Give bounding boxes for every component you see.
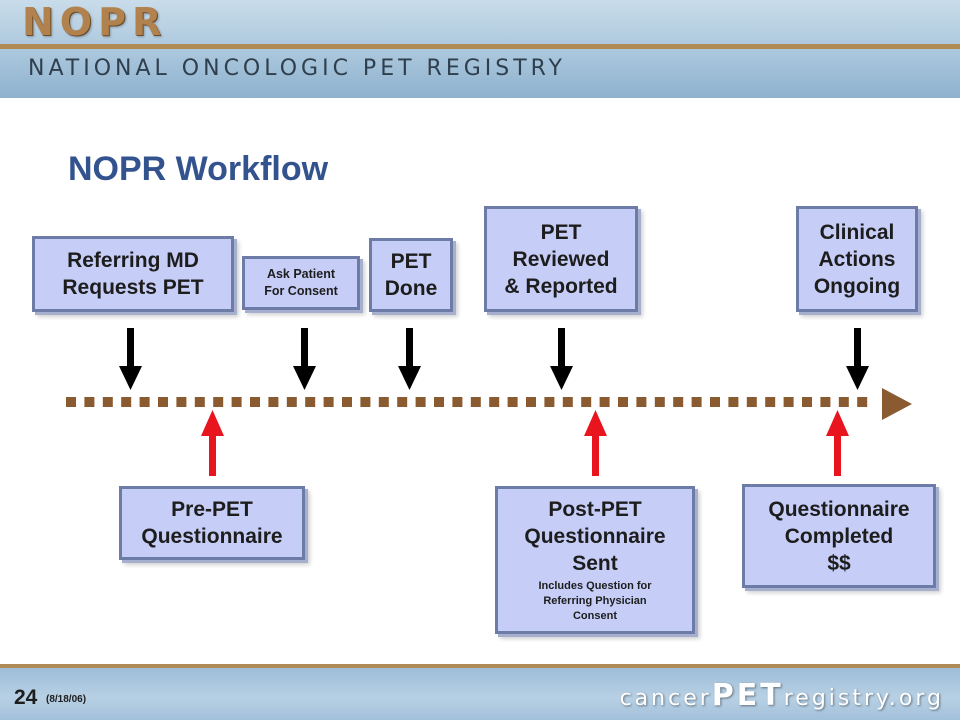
timeline-dot: [268, 397, 279, 407]
timeline-dot: [194, 397, 205, 407]
box-label: Ask Patient For Consent: [264, 267, 338, 298]
timeline-dot: [158, 397, 168, 407]
timeline-dot: [581, 397, 592, 407]
timeline-dot: [673, 397, 684, 407]
timeline-dot: [746, 397, 757, 407]
timeline-dot: [213, 397, 224, 407]
timeline-dot: [507, 397, 518, 407]
timeline-dot: [562, 397, 573, 407]
box-pre-pet-questionnaire: Pre-PET Questionnaire: [119, 486, 305, 560]
box-ask-patient: Ask Patient For Consent: [242, 256, 360, 310]
up-arrow-pre-pet: [201, 410, 224, 476]
timeline-dotted-line: [66, 397, 868, 407]
timeline-dot: [544, 397, 555, 407]
header-banner: [0, 0, 960, 98]
timeline-dot: [121, 397, 132, 407]
timeline-dot: [489, 397, 500, 407]
timeline-dot: [857, 397, 868, 407]
timeline-dot: [783, 397, 794, 407]
box-referring-md: Referring MD Requests PET: [32, 236, 234, 312]
down-arrow-referring: [119, 328, 142, 390]
box-label: Clinical Actions Ongoing: [813, 220, 901, 298]
footer-banner: [0, 664, 960, 720]
footer-divider: [0, 664, 960, 668]
box-label: Referring MD Requests PET: [62, 249, 204, 299]
timeline-dot: [434, 397, 444, 407]
timeline-dot: [231, 397, 242, 407]
timeline-dot: [360, 397, 371, 407]
timeline-dot: [397, 397, 408, 407]
timeline-dot: [470, 397, 481, 407]
timeline-dot: [691, 397, 702, 407]
timeline-dot: [728, 397, 739, 407]
down-arrow-consent: [293, 328, 316, 390]
timeline-dot: [139, 397, 150, 407]
timeline-dot: [415, 397, 426, 407]
timeline-dot: [838, 397, 849, 407]
website-logo: cancerPETregistry.org: [620, 678, 944, 713]
timeline-dot: [286, 397, 297, 407]
registry-subtitle: NATIONAL ONCOLOGIC PET REGISTRY: [28, 56, 566, 81]
timeline-dot: [378, 397, 389, 407]
timeline-dot: [654, 397, 665, 407]
timeline-dot: [710, 397, 720, 407]
website-part-cancer: cancer: [619, 686, 712, 711]
box-label: Pre-PET Questionnaire: [141, 498, 283, 548]
box-pet-reviewed: PET Reviewed & Reported: [484, 206, 638, 312]
down-arrow-pet-reviewed: [550, 328, 573, 390]
timeline-dot: [66, 397, 76, 407]
box-label: PET Done: [384, 250, 438, 300]
box-pet-done: PET Done: [369, 238, 453, 312]
timeline-dot: [765, 397, 776, 407]
timeline-dot: [84, 397, 95, 407]
slide-number: 24: [14, 686, 38, 709]
box-label: Post-PET Questionnaire Sent: [524, 498, 666, 575]
slide-date: (8/18/06): [46, 694, 87, 705]
timeline-dot: [452, 397, 463, 407]
box-label: Questionnaire Completed $$: [768, 497, 910, 575]
timeline-dot: [618, 397, 628, 407]
down-arrow-clinical: [846, 328, 869, 390]
box-sublabel: Includes Question for Referring Physicia…: [538, 580, 652, 622]
down-arrow-pet-done: [398, 328, 421, 390]
timeline-dot: [636, 397, 647, 407]
slide-title: NOPR Workflow: [68, 150, 329, 188]
timeline-dot: [250, 397, 260, 407]
timeline-dot: [102, 397, 113, 407]
nopr-logo: NOPR: [22, 0, 168, 44]
timeline-dot: [342, 397, 352, 407]
timeline-dot: [599, 397, 610, 407]
box-label: PET Reviewed & Reported: [504, 220, 618, 298]
timeline-dot: [305, 397, 316, 407]
website-part-registry: registry.org: [783, 686, 944, 711]
timeline-arrowhead: [882, 388, 912, 420]
box-post-pet-questionnaire: Post-PET Questionnaire Sent Includes Que…: [495, 486, 695, 634]
up-arrow-post-pet: [584, 410, 607, 476]
timeline-dot: [323, 397, 334, 407]
timeline-dot: [176, 397, 187, 407]
up-arrow-completed: [826, 410, 849, 476]
box-questionnaire-completed: Questionnaire Completed $$: [742, 484, 936, 588]
timeline-dot: [526, 397, 536, 407]
timeline-dot: [820, 397, 831, 407]
website-part-pet: PET: [711, 678, 784, 713]
timeline-dot: [802, 397, 812, 407]
header-divider: [0, 44, 960, 49]
box-clinical-actions: Clinical Actions Ongoing: [796, 206, 918, 312]
